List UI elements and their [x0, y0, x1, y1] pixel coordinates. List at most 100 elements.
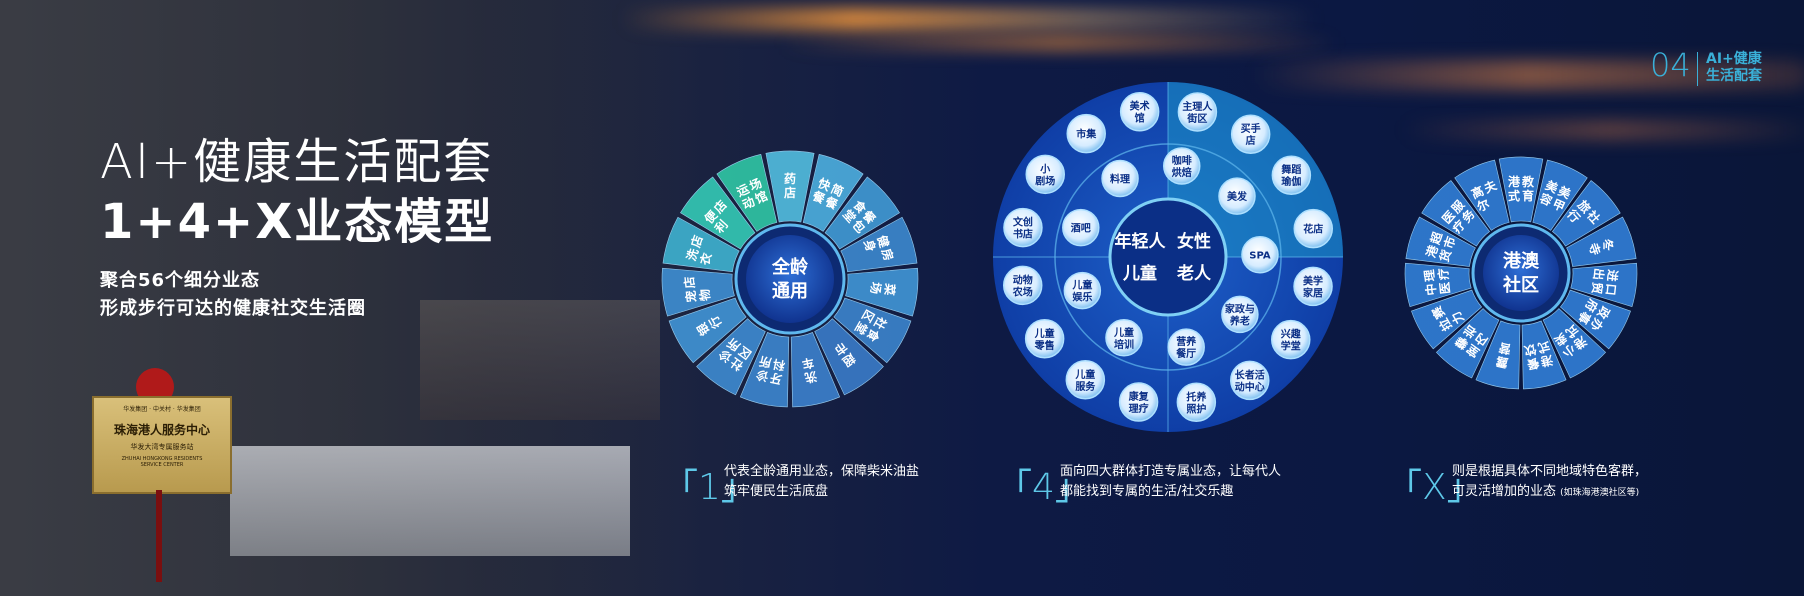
wheel4-node-label: 养老	[1229, 314, 1250, 327]
wheelx-segment-label: 进	[1605, 269, 1621, 283]
wheel1-segment-label: 简	[829, 181, 846, 200]
wheel1-center	[746, 235, 834, 323]
wheel4-node-label: 托养	[1186, 390, 1207, 403]
caption-x-letter: X	[1422, 467, 1447, 508]
wheel1-center-label: 全龄	[771, 256, 809, 278]
wheel1-segment-label: 诊	[754, 367, 770, 384]
wheelx-segment-label: 港	[1508, 174, 1521, 189]
wheelx-segment-label: 营	[1497, 340, 1512, 357]
wheel1-segment-label: 运	[735, 182, 752, 200]
wheelx-segment-label: 式	[1508, 188, 1520, 203]
wheelx-segment-label: 甲	[1550, 197, 1567, 215]
wheel4-node-label: 烘焙	[1172, 166, 1192, 179]
wheelx-segment-label: 饮	[1522, 341, 1539, 359]
wheel1-segment	[790, 332, 841, 408]
page-number-divider	[1697, 52, 1698, 86]
wheel4-node-label: 瑜伽	[1281, 175, 1301, 188]
wheel1-segment-label: 店	[681, 276, 697, 290]
wheel4-node	[1176, 382, 1217, 423]
wheel4-node-label: 咖啡	[1172, 154, 1192, 167]
wheel4-node-label: 兴趣	[1281, 328, 1302, 341]
wheel4-node-label: 儿童	[1034, 327, 1055, 340]
wheel4-node-label: 料理	[1110, 172, 1130, 185]
wheel4-node-label: 店	[1246, 134, 1256, 147]
caption-4-mark: 「4」	[996, 467, 1091, 508]
wheel1-segment-label: 药	[784, 171, 796, 186]
wheel4-node	[1118, 382, 1159, 422]
wheelx-center-label: 社区	[1503, 274, 1539, 296]
wheel4-node	[1105, 319, 1143, 357]
wheel4-node	[1218, 177, 1256, 215]
wheel4-node-label: 剧场	[1035, 174, 1055, 187]
wheel4-node-label: 长者活	[1235, 368, 1265, 381]
wheelx-segment	[1570, 262, 1638, 308]
wheelx-segment	[1559, 289, 1631, 350]
wheel4-node-label: 农场	[1012, 285, 1033, 298]
sign-easel	[156, 490, 162, 582]
wheel4-node-label: 餐厅	[1175, 347, 1196, 360]
wheel1-segment	[802, 153, 864, 232]
caption-4-number: 4	[1032, 467, 1055, 508]
wheel4-node-label: 零售	[1034, 339, 1055, 352]
wheel1-segment	[668, 297, 747, 364]
bar-shelf	[420, 300, 660, 420]
wheel4-node-label: 美术	[1130, 100, 1150, 113]
light-streak	[1400, 120, 1804, 140]
caption-1-line1: 代表全龄通用业态，保障柴米油盐	[724, 464, 920, 479]
wheel4-node-label: 酒吧	[1071, 222, 1091, 235]
wheel1-segment-label: 场	[747, 176, 764, 194]
wheelx-segment-label: 尔	[1475, 196, 1492, 215]
wheelx-segment	[1542, 308, 1607, 379]
wheelx-segment-label: 港	[1423, 242, 1441, 259]
wheelx-segment	[1566, 216, 1637, 267]
wheel1-segment	[814, 318, 884, 396]
wheel4-node-label: 小	[1039, 162, 1050, 175]
wheel4-quadrant-women	[1168, 82, 1343, 257]
wheel4-center-label: 老人	[1176, 263, 1212, 284]
wheel4-node	[1271, 155, 1312, 195]
wheelx-segment	[1521, 320, 1567, 390]
wheel4-node	[1162, 147, 1201, 185]
wheel1-center-label: 通用	[772, 281, 808, 302]
wheelx-segment-label: 出	[1591, 267, 1607, 281]
wheelx-segment	[1551, 180, 1621, 247]
caption-x-line1: 则是根据具体不同地域特色客群，	[1452, 464, 1648, 479]
wheelx-segment-label: 高	[1469, 183, 1486, 202]
wheel4-node-label: 照护	[1186, 402, 1206, 415]
wheelx-center-label: 港澳	[1503, 250, 1540, 272]
wheel1-segment-label: 动	[740, 194, 757, 212]
wheel4-node	[1271, 319, 1311, 360]
caption-4: 面向四大群体打造专属业态，让每代人 都能找到专属的生活/社交乐趣	[1060, 462, 1281, 502]
wheel1-segment	[824, 176, 900, 250]
wheel4-node-label: 家政与	[1225, 302, 1255, 315]
caption-4-line1: 面向四大群体打造专属业态，让每代人	[1060, 464, 1282, 479]
section-title-line1: AI+健康	[1706, 51, 1762, 67]
wheel1-segment-label: 健	[874, 233, 892, 250]
wheel4-node	[1002, 265, 1043, 306]
wheelx-segment-label: 医	[1438, 281, 1453, 294]
wheel4-node-label: 市集	[1076, 128, 1097, 141]
caption-1-mark: 「1」	[662, 467, 757, 508]
light-streak	[620, 8, 1320, 30]
wheel1-segment-label: 房	[879, 247, 897, 263]
caption-x-line2: 可灵活增加的业态	[1452, 484, 1557, 499]
wheel4-center	[1108, 197, 1228, 317]
wheel4-node-label: 舞蹈	[1281, 163, 1301, 176]
wheel4-center-label: 年轻人	[1115, 231, 1167, 252]
wheel1-segment-label: 店	[688, 233, 706, 249]
wheelx-segment	[1404, 262, 1472, 308]
wheel1-segment-label: 车	[801, 355, 816, 372]
wheelx-segment-label: 冬	[1599, 237, 1617, 253]
wheelx-segment-label: 教	[1521, 174, 1535, 189]
wheelx-segment-label: 餐	[1525, 355, 1541, 372]
wheel4-node-label: 主理人	[1182, 100, 1213, 113]
wheelx-segment	[1454, 159, 1510, 231]
wheel4-node-label: 儿童	[1074, 368, 1095, 381]
wheel4-node	[1167, 328, 1205, 366]
wheel4-node	[1025, 154, 1065, 195]
wheel1-segment	[833, 297, 912, 364]
caption-4-line2: 都能找到专属的生活/社交乐趣	[1060, 484, 1234, 499]
wheel4-node-label: 美学	[1303, 274, 1323, 287]
sign-title: 珠海港人服务中心	[113, 423, 210, 437]
wheel4-node	[1293, 266, 1333, 307]
